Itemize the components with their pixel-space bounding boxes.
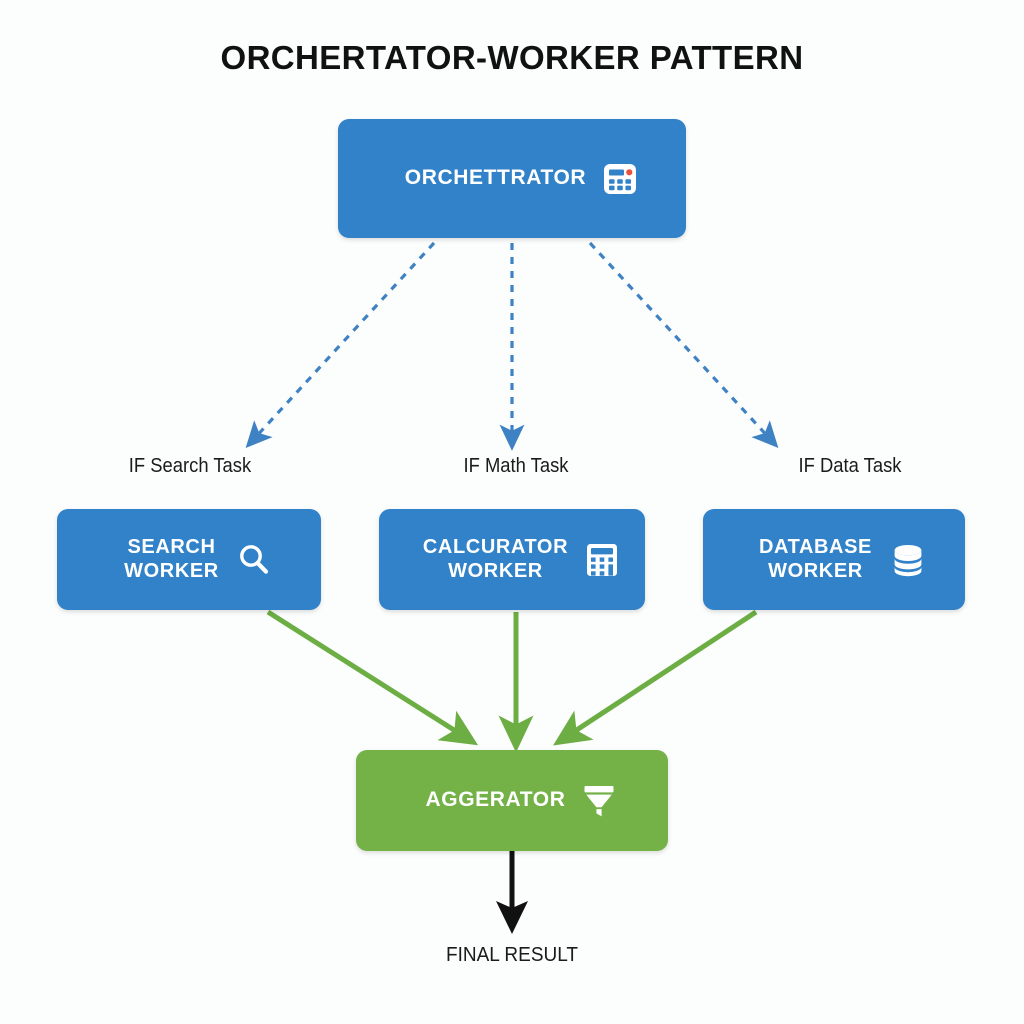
condition-label-search: IF Search Task [128,455,252,477]
edge-orchestrator-to-database-worker [588,241,779,449]
calculator-icon [604,163,637,194]
edge-search-worker-to-aggregator [266,609,479,746]
node-aggregator[interactable]: AGGERATOR [356,750,668,851]
node-orchestrator[interactable]: ORCHETTRATOR [338,119,686,238]
node-search-worker-label: SEARCH WORKER [124,536,219,582]
edge-database-worker-to-aggregator [553,609,758,746]
database-icon [894,544,922,576]
edge-orchestrator-to-search-worker [245,241,436,449]
funnel-icon [584,785,614,816]
page-title: ORCHERTATOR-WORKER PATTERN [220,39,804,76]
node-orchestrator-label: ORCHETTRATOR [404,166,587,190]
node-database-worker[interactable]: DATABASE WORKER [703,509,965,610]
magnifier-icon [239,544,268,574]
node-search-worker[interactable]: SEARCH WORKER [57,509,321,610]
node-database-worker-label: DATABASE WORKER [759,536,872,582]
node-aggregator-label: AGGERATOR [425,788,566,812]
condition-label-data: IF Data Task [798,455,902,477]
node-calculator-worker[interactable]: CALCURATOR WORKER [379,509,645,610]
calculator-icon [587,543,618,576]
final-result-label: FINAL RESULT [446,944,578,966]
node-calculator-worker-label: CALCURATOR WORKER [422,536,569,582]
condition-label-math: IF Math Task [463,455,569,477]
